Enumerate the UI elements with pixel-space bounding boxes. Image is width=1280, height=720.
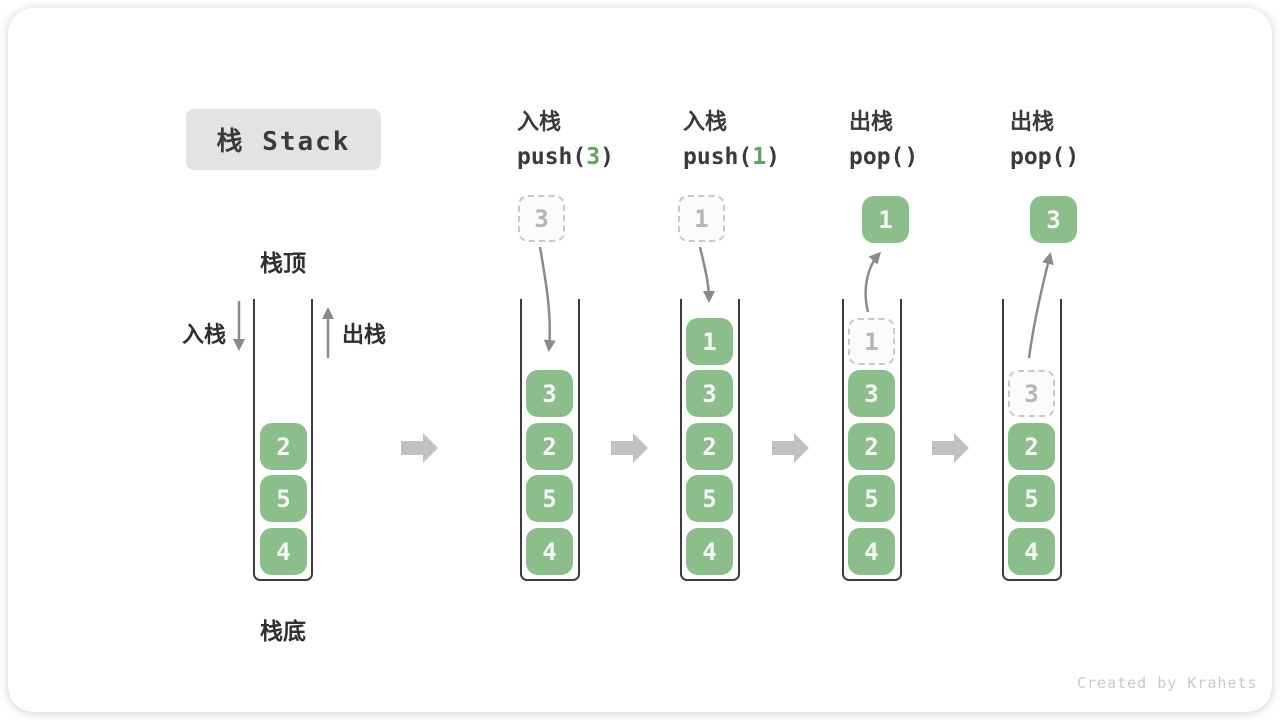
stack-cell: 1 [686,318,733,365]
stack-cell: 4 [686,528,733,575]
header-zh-label: 出栈 [849,109,894,134]
floating-pop-value: 3 [1030,196,1077,243]
code-prefix: push( [517,144,587,170]
header-zh-label: 入栈 [517,109,562,134]
step-right-arrow-icon [611,433,648,463]
stack-cell: 3 [848,370,895,417]
code-suffix: ) [600,144,614,170]
step-right-arrow-icon [401,433,438,463]
code-suffix: ) [1065,144,1080,170]
pop-side-label: 出栈 [342,322,387,347]
code-suffix: ) [766,144,780,170]
stack-cell: 5 [848,475,895,522]
stack-cell: 3 [686,370,733,417]
push-side-label: 入栈 [181,322,226,347]
stack-cell: 5 [686,475,733,522]
stack-top-label: 栈顶 [260,250,306,276]
stack-container-2 [520,299,580,581]
header-code-label: push(1) [683,144,780,170]
ghost-cell: 3 [1008,370,1055,417]
header-code-label: pop() [849,144,918,170]
code-argument: 1 [752,144,767,170]
stack-cell: 4 [848,528,895,575]
header-pop-first: 出栈 pop() [849,104,918,170]
code-prefix: push( [683,144,753,170]
code-prefix: pop( [849,144,905,170]
push-arrow-icon [698,246,715,303]
code-prefix: pop( [1010,144,1066,170]
stack-cell: 4 [260,528,307,575]
stack-cell: 3 [526,370,573,417]
floating-push-value: 3 [518,195,565,242]
floating-pop-value: 1 [862,196,909,243]
title-text: 栈 Stack [216,127,351,157]
stack-cell: 2 [260,423,307,470]
header-code-label: push(3) [517,144,614,170]
stack-cell: 5 [260,475,307,522]
stack-cell: 2 [848,423,895,470]
code-suffix: ) [904,144,919,170]
stack-cell: 4 [526,528,573,575]
stack-cell: 2 [1008,423,1055,470]
step-right-arrow-icon [932,433,969,463]
step-right-arrow-icon [772,433,809,463]
ghost-cell: 1 [848,318,895,365]
stack-cell: 2 [686,423,733,470]
floating-push-value: 1 [678,195,725,242]
stack-bottom-label: 栈底 [260,618,306,644]
header-push-3: 入栈 push(3) [517,104,614,170]
header-code-label: pop() [1010,144,1079,170]
stack-container-5 [1002,299,1062,581]
stack-container-3 [680,299,740,581]
header-push-1: 入栈 push(1) [683,104,780,170]
stack-cell: 2 [526,423,573,470]
title-badge: 栈 Stack [186,109,381,170]
stack-cell: 4 [1008,528,1055,575]
watermark: Created by Krahets [1077,674,1258,692]
stack-cell: 5 [1008,475,1055,522]
header-zh-label: 出栈 [1010,109,1055,134]
stack-container-4 [842,299,902,581]
code-argument: 3 [586,144,601,170]
stack-container-1 [253,299,313,581]
stack-cell: 5 [526,475,573,522]
header-zh-label: 入栈 [683,109,728,134]
header-pop-second: 出栈 pop() [1010,104,1079,170]
